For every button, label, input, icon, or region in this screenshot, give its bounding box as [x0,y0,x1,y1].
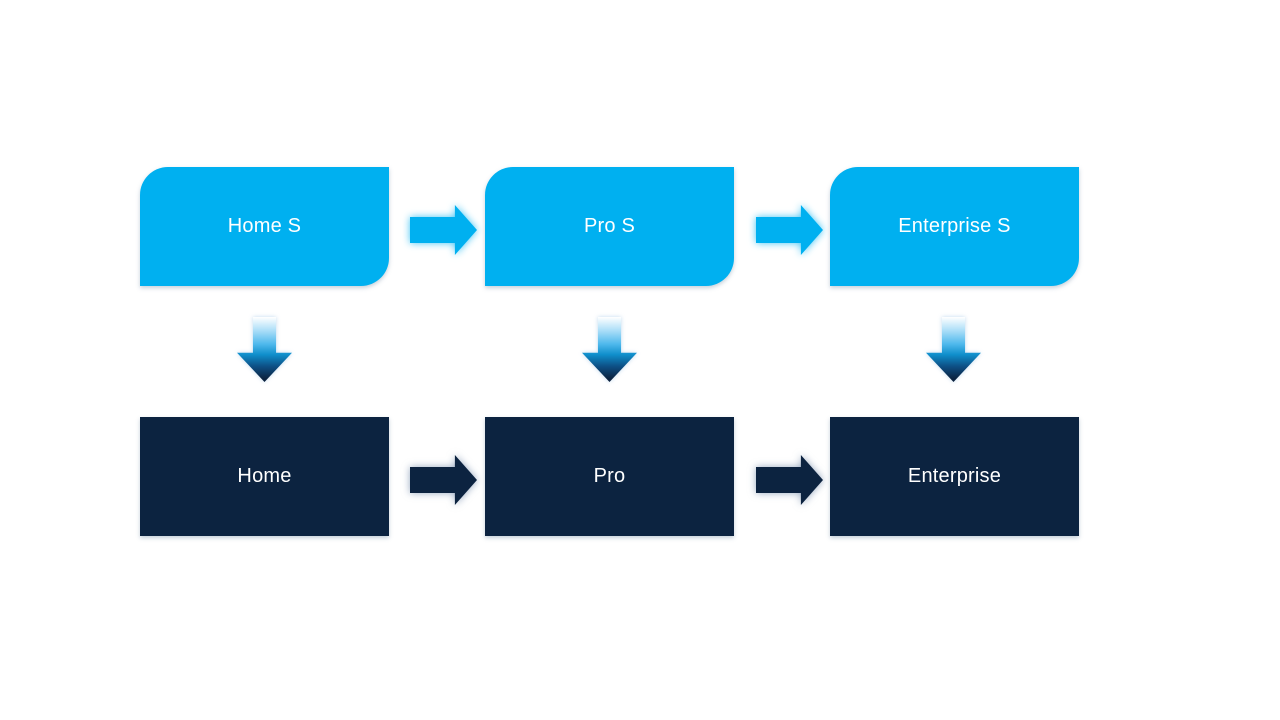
down-arrow-icon[interactable] [582,317,637,382]
node-label: Pro S [583,215,636,237]
node-pro-s[interactable]: Pro S [485,167,734,286]
arrow-shape [410,205,477,255]
arrow-shape [237,317,292,382]
right-arrow-icon[interactable] [756,205,823,255]
arrow-shape [756,455,823,505]
arrow-shape [926,317,981,382]
down-arrow-icon[interactable] [926,317,981,382]
node-enterprise[interactable]: Enterprise [830,417,1079,536]
node-label: Home S [227,215,302,237]
node-enterprise-s[interactable]: Enterprise S [830,167,1079,286]
down-arrow-icon[interactable] [237,317,292,382]
right-arrow-icon[interactable] [410,205,477,255]
arrow-shape [756,205,823,255]
node-label: Home [237,465,292,487]
node-home[interactable]: Home [140,417,389,536]
arrow-shape [582,317,637,382]
node-home-s[interactable]: Home S [140,167,389,286]
arrow-shape [410,455,477,505]
right-arrow-icon[interactable] [410,455,477,505]
node-label: Enterprise [907,465,1002,487]
node-label: Pro [593,465,626,487]
right-arrow-icon[interactable] [756,455,823,505]
node-label: Enterprise S [898,215,1011,237]
node-pro[interactable]: Pro [485,417,734,536]
